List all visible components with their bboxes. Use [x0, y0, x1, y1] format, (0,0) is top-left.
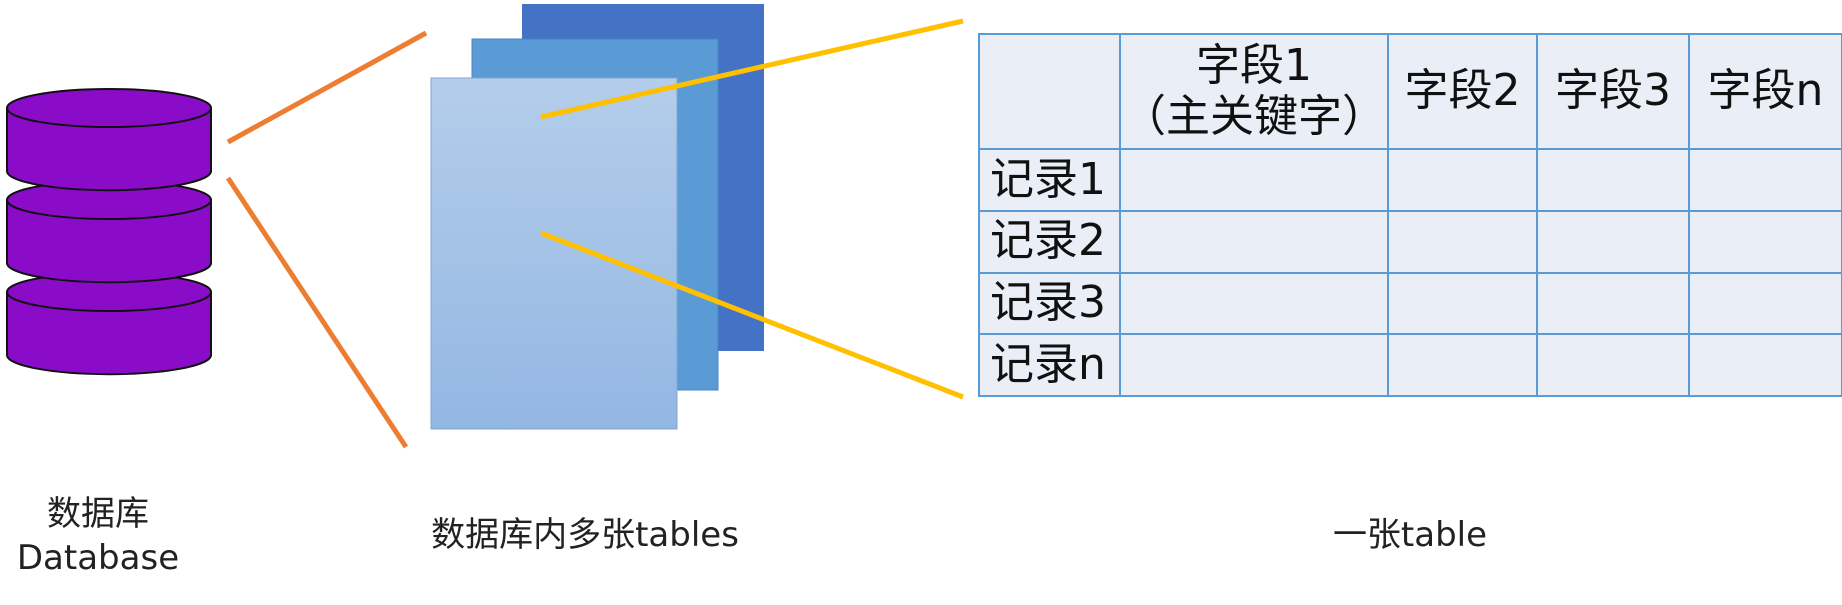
row-label-record-3: 记录3 — [978, 271, 1121, 336]
connector-database-lower — [225, 176, 409, 449]
table-cell — [1119, 148, 1389, 212]
row-label-record-n: 记录n — [978, 333, 1121, 397]
table-cell — [1119, 209, 1389, 274]
stacked-sheets-icon — [430, 4, 764, 430]
table-row: 记录1 — [978, 148, 1842, 212]
table-cell — [1688, 148, 1842, 212]
header-field-1-primary-key: （主关键字） — [1122, 90, 1386, 142]
table-cell — [1119, 271, 1389, 336]
table-cell — [1688, 209, 1842, 274]
table-cell — [1688, 271, 1842, 336]
header-field-1-name: 字段1 — [1196, 39, 1312, 91]
row-label-record-1: 记录1 — [978, 148, 1121, 212]
header-field-3: 字段3 — [1536, 33, 1690, 150]
sheet-front — [430, 77, 678, 430]
table-cell — [1536, 209, 1690, 274]
table-cell — [1688, 333, 1842, 397]
database-disk-middle — [6, 180, 212, 284]
table-cell — [1119, 333, 1389, 397]
database-disk-bottom — [6, 272, 212, 376]
table-row: 记录2 — [978, 209, 1842, 274]
header-field-2: 字段2 — [1387, 33, 1538, 150]
corner-cell — [978, 33, 1121, 150]
table-header-row: 字段1 （主关键字） 字段2 字段3 字段n — [978, 33, 1842, 150]
connector-table-upper — [540, 18, 964, 120]
caption-tables: 数据库内多张tables — [431, 515, 739, 555]
connector-table-lower — [540, 230, 964, 400]
table-cell — [1536, 271, 1690, 336]
table-cell — [1387, 333, 1538, 397]
database-disk-top — [6, 88, 212, 192]
header-field-n: 字段n — [1688, 33, 1842, 150]
connector-database-upper — [226, 30, 428, 145]
table-cell — [1536, 333, 1690, 397]
caption-database: 数据库 Database — [8, 492, 188, 580]
header-field-1: 字段1 （主关键字） — [1119, 33, 1389, 150]
database-cylinder-icon — [6, 88, 212, 376]
record-field-table: 字段1 （主关键字） 字段2 字段3 字段n 记录1 记录2 记录3 记录n — [978, 33, 1842, 397]
caption-database-en: Database — [16, 538, 180, 579]
table-row: 记录n — [978, 333, 1842, 397]
caption-one-table: 一张table — [1332, 515, 1488, 555]
table-cell — [1387, 209, 1538, 274]
row-label-record-2: 记录2 — [978, 209, 1121, 274]
table-cell — [1387, 148, 1538, 212]
table-row: 记录3 — [978, 271, 1842, 336]
table-cell — [1387, 271, 1538, 336]
table-cell — [1536, 148, 1690, 212]
caption-database-cn: 数据库 — [47, 494, 149, 534]
